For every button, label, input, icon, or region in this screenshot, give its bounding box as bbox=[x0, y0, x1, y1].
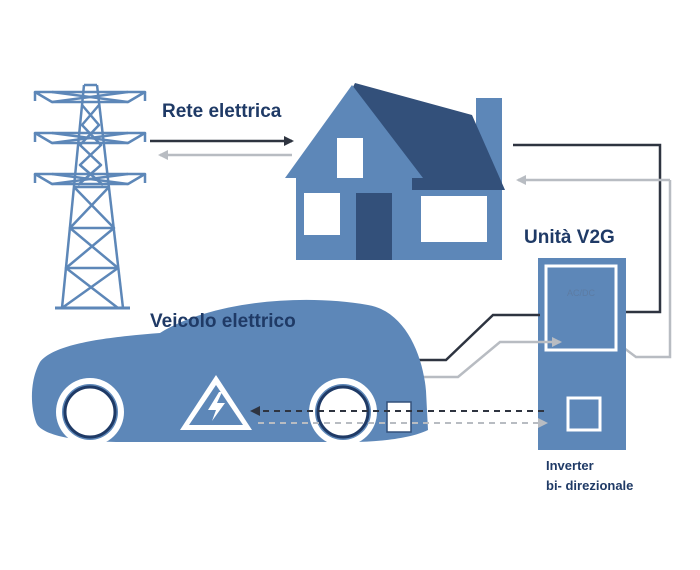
transmission-tower-icon bbox=[33, 83, 147, 310]
electric-car-icon bbox=[31, 299, 429, 446]
inverter-label-line1: Inverter bbox=[546, 458, 594, 473]
v2g-unit-label: Unità V2G bbox=[524, 227, 615, 248]
vehicle-label: Veicolo elettrico bbox=[150, 311, 296, 332]
high-voltage-warning-icon bbox=[180, 375, 252, 430]
charge-port bbox=[386, 401, 412, 433]
grid-label: Rete elettrica bbox=[162, 101, 282, 122]
v2g-charging-unit-icon bbox=[538, 258, 626, 450]
house-to-v2g-arrow bbox=[513, 143, 662, 314]
acdc-label: AC/DC bbox=[566, 288, 595, 298]
inverter-label-line2: bi- direzionale bbox=[546, 478, 634, 493]
inverter-label: Inverter bi- direzionale bbox=[546, 456, 633, 496]
house-icon bbox=[285, 83, 505, 260]
